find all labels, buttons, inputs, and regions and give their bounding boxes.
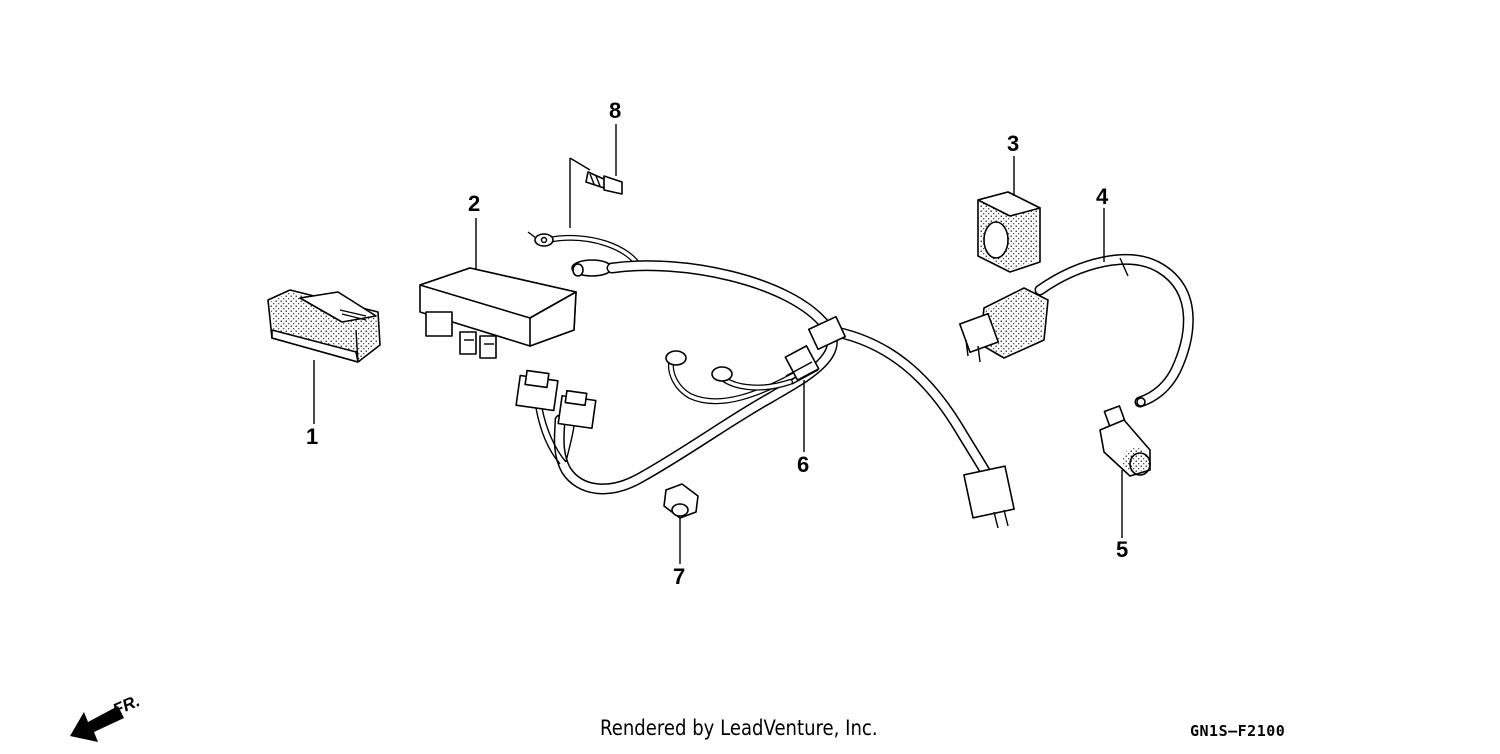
part-1-connector-box[interactable] xyxy=(267,289,381,363)
part-5-plug-cap[interactable] xyxy=(1099,405,1151,477)
part-4-ignition-coil[interactable] xyxy=(958,253,1194,408)
part-3-cap[interactable] xyxy=(977,191,1041,273)
diagram-code: GN1S–F2100 xyxy=(1190,722,1286,740)
callout-7: 7 xyxy=(673,564,685,589)
front-label: FR. xyxy=(110,691,143,719)
callout-4: 4 xyxy=(1096,184,1109,209)
part-8-bolt[interactable] xyxy=(569,157,623,228)
part-6-wire-harness[interactable] xyxy=(515,260,1015,529)
callout-8: 8 xyxy=(609,98,621,123)
callout-6: 6 xyxy=(797,452,809,477)
part-2-control-unit[interactable] xyxy=(419,267,577,359)
front-direction-arrow: FR. xyxy=(70,691,143,742)
leader-lines xyxy=(313,124,1123,564)
callout-3: 3 xyxy=(1007,131,1019,156)
footer-credit: Rendered by LeadVenture, Inc. xyxy=(600,716,878,740)
callout-2: 2 xyxy=(468,191,480,216)
callout-5: 5 xyxy=(1116,537,1128,562)
callout-1: 1 xyxy=(306,424,318,449)
part-7-clamp[interactable] xyxy=(663,483,699,519)
